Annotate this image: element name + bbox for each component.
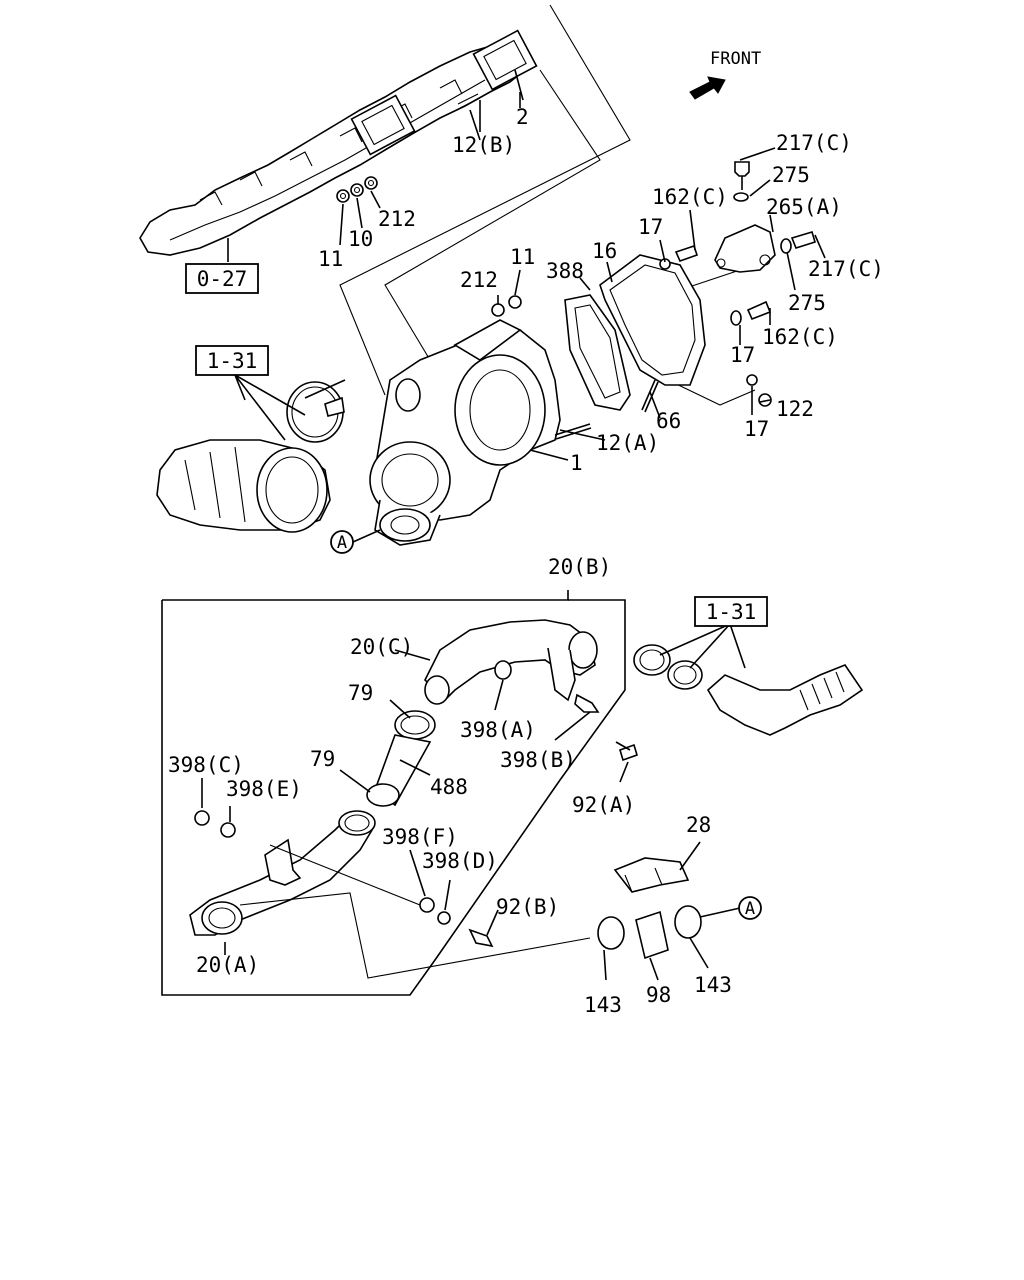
callout-217c-right: 217(C): [808, 257, 884, 281]
callout-275-top: 275: [772, 163, 810, 187]
turbo-cover-and-gasket: [564, 254, 706, 411]
ref-1-31-top-label: 1-31: [207, 349, 258, 373]
callout-2: 2: [516, 105, 529, 129]
connection-lines-bottom: [239, 844, 591, 979]
bracket-265a: [714, 224, 776, 273]
hose-488-and-clamps: [366, 710, 436, 807]
callout-20b: 20(B): [548, 555, 611, 579]
callout-398a: 398(A): [460, 718, 536, 742]
callout-17-right: 17: [730, 343, 755, 367]
callout-398c: 398(C): [168, 753, 244, 777]
callout-20c: 20(C): [350, 635, 413, 659]
callout-12a: 12(A): [596, 431, 659, 455]
manifold-nut-washer-set: [336, 176, 381, 246]
ref-1-31-bottom-label: 1-31: [706, 600, 757, 624]
callout-398d: 398(D): [422, 849, 498, 873]
callout-20a: 20(A): [196, 953, 259, 977]
callout-143-left: 143: [584, 993, 622, 1017]
air-inlet-duct-upper: [156, 381, 345, 533]
leader-lines: [201, 92, 826, 981]
callout-1: 1: [570, 451, 583, 475]
ref-box-1-31-bottom: 1-31: [694, 596, 768, 627]
callout-12b: 12(B): [452, 133, 515, 157]
pipe-20c: [424, 619, 638, 762]
callout-17-top: 17: [638, 215, 663, 239]
callout-92a: 92(A): [572, 793, 635, 817]
pipe-20a: [189, 810, 494, 948]
callout-398f: 398(F): [382, 825, 458, 849]
callout-143-right: 143: [694, 973, 732, 997]
intake-pipe-assembly-frame: [161, 590, 626, 996]
callout-398b: 398(B): [500, 748, 576, 772]
callout-16: 16: [592, 239, 617, 263]
callout-212-mid: 212: [460, 268, 498, 292]
callout-10: 10: [348, 227, 373, 251]
callout-79-top: 79: [348, 681, 373, 705]
ref-0-27-label: 0-27: [197, 267, 248, 291]
callout-488: 488: [430, 775, 468, 799]
callout-28: 28: [686, 813, 711, 837]
circle-marker-a-top: A: [330, 530, 354, 554]
callout-275-right: 275: [788, 291, 826, 315]
callout-162c-right: 162(C): [762, 325, 838, 349]
circle-marker-a-bottom: A: [738, 896, 762, 920]
callout-217c-top: 217(C): [776, 131, 852, 155]
callout-162c-top: 162(C): [652, 185, 728, 209]
callout-265a: 265(A): [766, 195, 842, 219]
callout-79-mid: 79: [310, 747, 335, 771]
callout-122: 122: [776, 397, 814, 421]
air-inlet-duct-lower: [633, 644, 864, 736]
ref-box-1-31-top: 1-31: [195, 345, 269, 376]
turbocharger: [369, 319, 561, 546]
connection-lines-top: [339, 4, 771, 406]
cover-fasteners: [491, 161, 816, 440]
marker-a-bottom-label: A: [745, 899, 755, 919]
coupling-and-clamps: [597, 857, 702, 960]
exhaust-manifold: [139, 29, 538, 256]
callout-11-mid: 11: [510, 245, 535, 269]
front-arrow-icon: [689, 76, 726, 100]
ref-box-0-27: 0-27: [185, 263, 259, 294]
callout-92b: 92(B): [496, 895, 559, 919]
callout-66: 66: [656, 409, 681, 433]
callout-98: 98: [646, 983, 671, 1007]
callout-398e: 398(E): [226, 777, 302, 801]
callout-17-bottom: 17: [744, 417, 769, 441]
callout-11-top: 11: [318, 247, 343, 271]
manifold-gasket-and-stud: [457, 69, 524, 141]
callout-388: 388: [546, 259, 584, 283]
marker-a-top-label: A: [337, 533, 347, 553]
front-label: FRONT: [710, 49, 761, 69]
callout-labels: 2 12(B) 11 10 212 212 11 388 16 17 162(C…: [168, 105, 884, 1017]
callout-212-top: 212: [378, 207, 416, 231]
